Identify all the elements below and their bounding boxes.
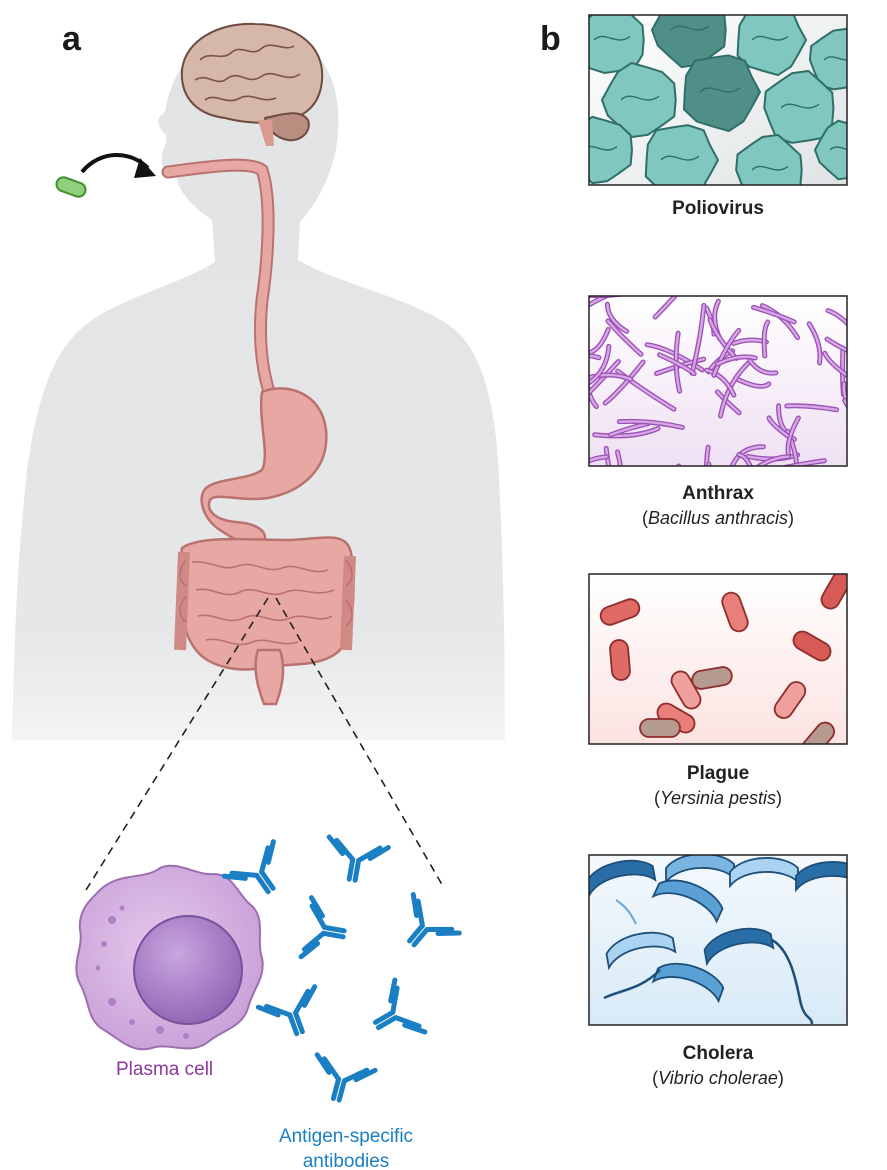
stomach [200,387,328,547]
caption-anthrax: Anthrax (Bacillus anthracis) [588,482,848,530]
plague-bacillus [599,598,641,626]
antibodies-label-line2: antibodies [302,1151,390,1170]
plague-bacillus [820,574,847,610]
virus-particle [644,124,720,185]
vibrio-cell [589,859,657,899]
cholera-micrograph [588,854,848,1026]
plague-bacillus [773,681,807,719]
antibody-icon [372,977,428,1035]
caption-cholera: Cholera (Vibrio cholerae) [588,1042,848,1090]
plasma-cell [75,864,264,1051]
pathogen-scientific-name: (Vibrio cholerae) [652,1068,784,1088]
antibody-icon [407,891,462,948]
plague-bacillus [639,718,681,738]
flagellum [771,938,814,1025]
virus-particle [736,15,808,77]
antibodies-group [221,834,462,1103]
antibody-icon [314,1052,378,1103]
vibrio-cell [605,931,677,971]
plague-micrograph [588,573,848,745]
plague-bacillus [609,639,631,681]
caption-plague: Plague (Yersinia pestis) [588,762,848,810]
virus-particle [735,133,803,185]
virus-particle [682,54,762,133]
arrowhead [134,158,156,178]
intestines [174,536,356,706]
anthrax-micrograph [588,295,848,467]
ingested-bacterium [55,176,87,198]
panel-letter-b: b [540,20,561,58]
vibrio-cell [703,927,775,967]
pathogen-name: Plague [686,763,750,784]
plague-bacillus [801,721,835,744]
panel-letter-a: a [62,20,81,58]
plague-bacillus [792,630,832,662]
plague-bacillus [670,670,702,710]
poliovirus-micrograph [588,14,848,186]
pathogen-name: Anthrax [682,483,754,504]
pathogen-scientific-name: (Yersinia pestis) [653,788,783,808]
vibrio-cell [795,861,847,893]
antibodies-label: Antigen-specific antibodies [246,1124,446,1170]
pathogen-name: Poliovirus [672,198,764,219]
brain [180,22,324,146]
vibrio-cell [651,879,724,924]
antibody-icon [298,895,347,960]
virus-particle [808,27,847,91]
antibody-icon [221,839,276,895]
body-silhouette [12,27,505,740]
caption-poliovirus: Poliovirus [588,197,848,221]
zoom-line-left [85,597,269,891]
bacillus-rod [589,424,590,429]
antibody-icon [255,984,318,1037]
antibodies-label-line1: Antigen-specific [278,1126,414,1147]
virus-particle [600,61,677,139]
bacillus-rod [589,296,626,299]
plasma-cell-label: Plasma cell [116,1059,214,1080]
vibrio-cell [651,962,725,1004]
flagellum [603,969,661,1000]
pathogen-scientific-name: (Bacillus anthracis) [641,508,795,528]
pathogen-name: Cholera [682,1043,754,1064]
plague-bacillus [721,591,749,633]
flagellum [615,899,637,925]
antibody-icon [326,834,391,883]
